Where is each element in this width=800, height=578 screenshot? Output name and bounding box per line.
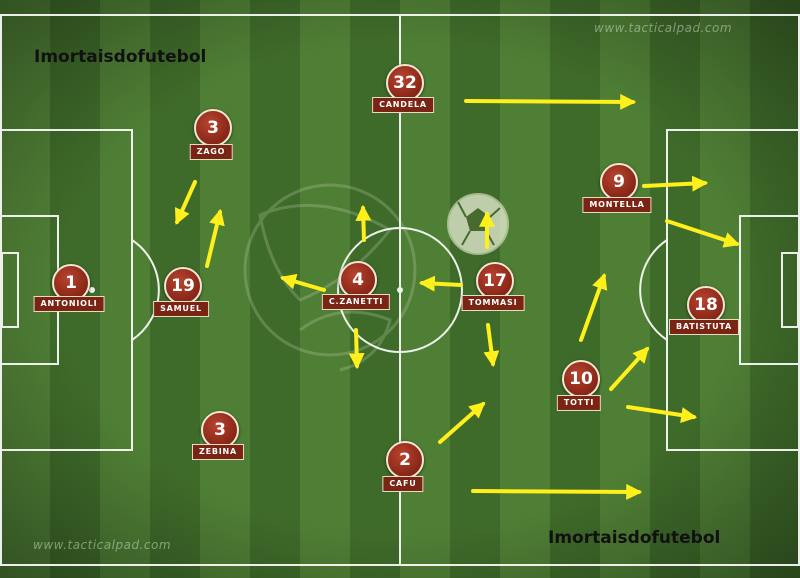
player-name-label: MONTELLA (582, 197, 652, 213)
watermark-bottom: www.tacticalpad.com (33, 538, 172, 552)
arrow-candela-run (464, 93, 637, 110)
arrow-zago-cover (174, 180, 197, 225)
player-name-label: CANDELA (372, 97, 434, 113)
arrow-totti-right (626, 405, 698, 423)
player-name-label: TOMMASI (461, 295, 525, 311)
arrow-zanetti-up (355, 204, 372, 242)
arrow-totti-up (579, 272, 608, 342)
arrow-zanetti-down (348, 328, 365, 370)
player-number-badge: 3 (201, 411, 239, 449)
arrow-tommasi-left (418, 275, 463, 292)
arrow-samuel-up (205, 208, 225, 268)
player-name-label: ZAGO (189, 144, 233, 160)
movement-arrows (174, 93, 741, 500)
arrow-cafu-run (471, 483, 643, 500)
arrow-totti-diagonal (609, 346, 650, 391)
player-name-label: C.ZANETTI (321, 294, 391, 310)
player-name-label: ZEBINA (191, 444, 245, 460)
arrow-zanetti-left (279, 273, 326, 292)
arrow-cafu-diagonal (438, 401, 486, 444)
watermark-top: www.tacticalpad.com (594, 21, 733, 35)
player-number-badge: 3 (194, 109, 232, 147)
caption-top-left: Imortaisdofutebol (34, 47, 207, 67)
player-number-badge: 10 (562, 360, 600, 398)
player-number-badge: 9 (600, 163, 638, 201)
arrow-tommasi-down (483, 323, 500, 368)
player-name-label: CAFU (382, 476, 424, 492)
player-number-badge: 2 (386, 441, 424, 479)
player-name-label: BATISTUTA (668, 319, 740, 335)
player-number-badge: 19 (164, 267, 202, 305)
caption-bottom-right: Imortaisdofutebol (548, 528, 721, 548)
player-number-badge: 4 (339, 261, 377, 299)
arrow-montella-box (665, 219, 741, 248)
player-number-badge: 18 (687, 286, 725, 324)
arrow-montella-right (642, 175, 709, 192)
player-name-label: TOTTI (556, 395, 602, 411)
player-name-label: SAMUEL (153, 301, 209, 317)
soccer-ball-icon (447, 193, 509, 255)
player-name-label: ANTONIOLI (33, 296, 105, 312)
